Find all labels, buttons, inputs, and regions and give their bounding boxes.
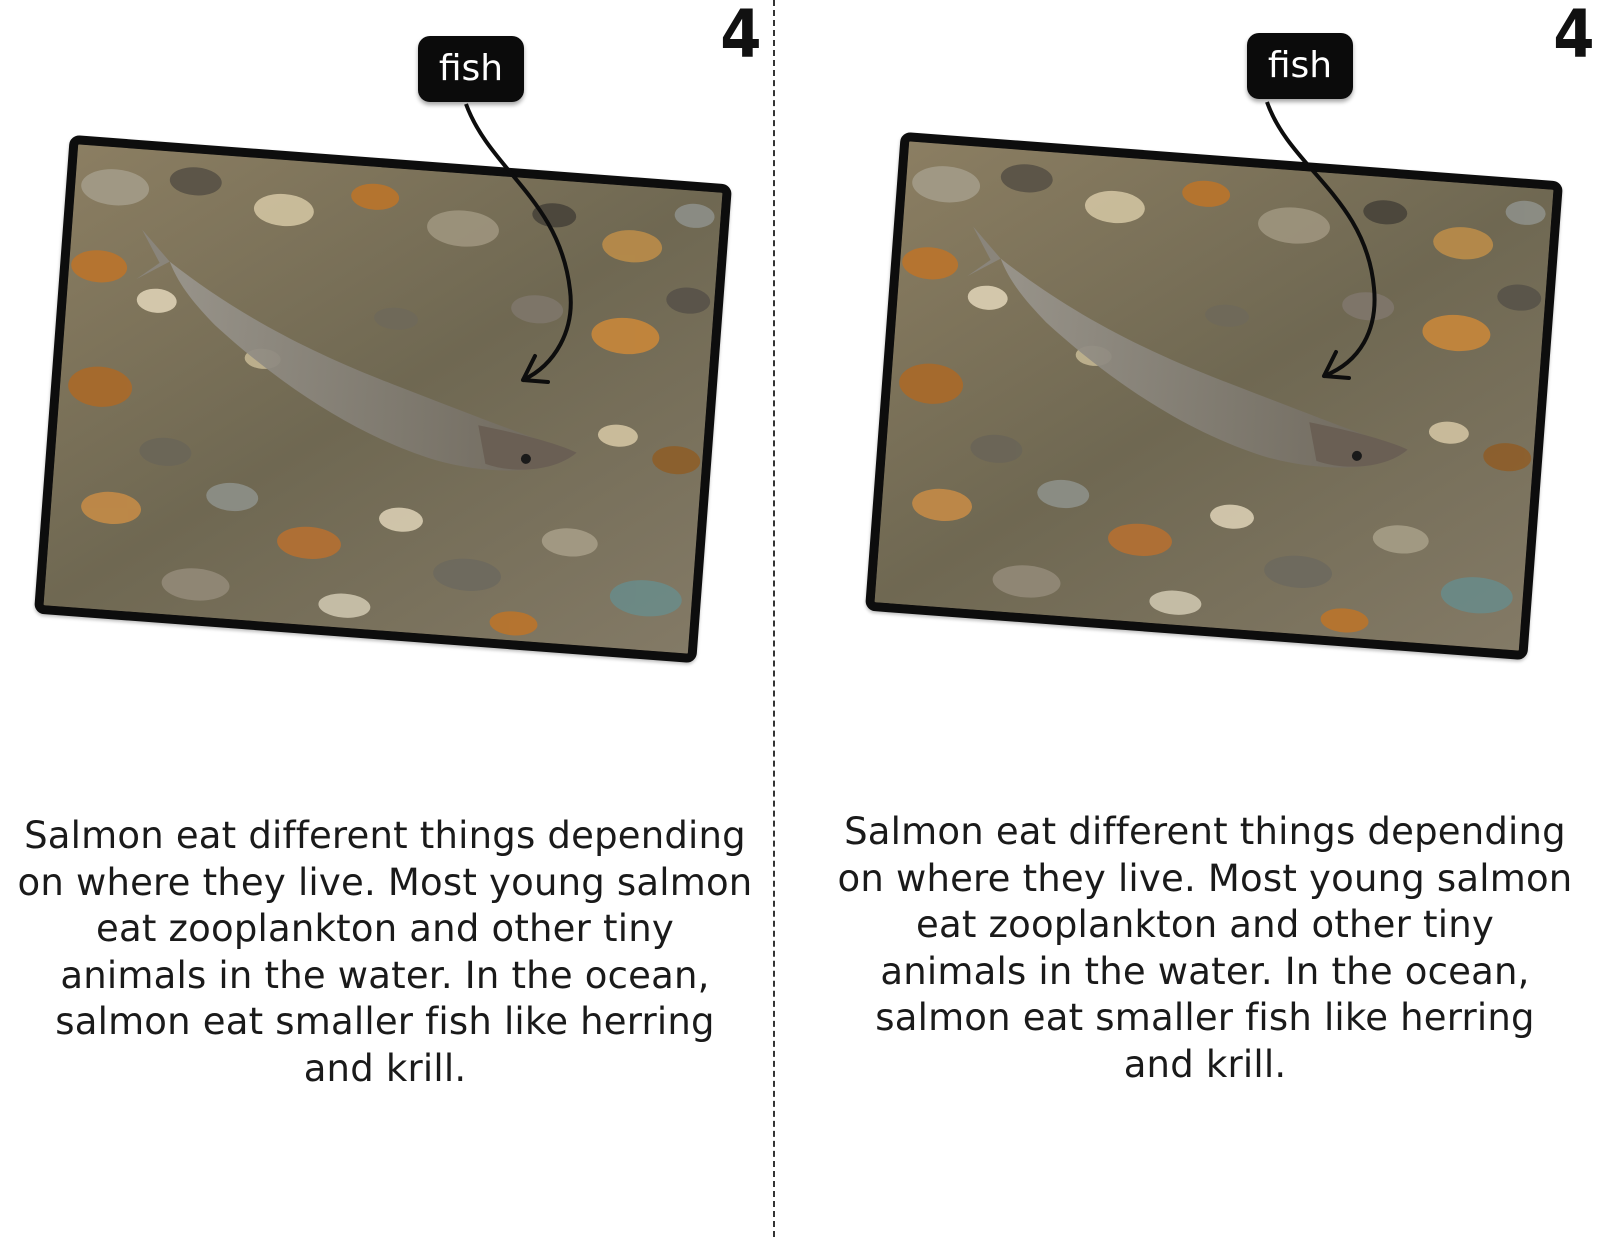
caption-line: and krill. [1123,1042,1287,1086]
fish-label-tag: fish [1247,33,1353,99]
page-number: 4 [720,0,762,73]
page-caption: Salmon eat different things depending on… [0,813,770,1092]
booklet-page-left: 4 [0,0,770,1092]
salmon-photo-image [43,144,723,654]
caption-line: animals in the water. In the ocean, [880,949,1530,993]
caption-line: Salmon eat different things depending [844,810,1566,853]
salmon-photo [864,131,1564,661]
fish-label-tag: fish [418,36,524,102]
page-number: 4 [1553,0,1595,73]
cut-line-divider [773,0,775,1237]
booklet-page-right: 4 [800,0,1600,1237]
caption-line: animals in the water. In the ocean, [60,953,710,997]
caption-line: salmon eat smaller fish like herring [875,996,1535,1039]
caption-line: on where they live. Most young salmon [837,856,1573,900]
salmon-photo-image [874,141,1554,651]
caption-line: eat zooplankton and other tiny [96,907,674,950]
caption-line: salmon eat smaller fish like herring [55,1000,715,1043]
caption-line: and krill. [303,1046,467,1090]
caption-line: Salmon eat different things depending [24,814,746,857]
caption-line: on where they live. Most young salmon [17,860,753,904]
salmon-photo [33,134,733,664]
page-caption: Salmon eat different things depending on… [820,809,1590,1088]
caption-line: eat zooplankton and other tiny [916,903,1494,946]
